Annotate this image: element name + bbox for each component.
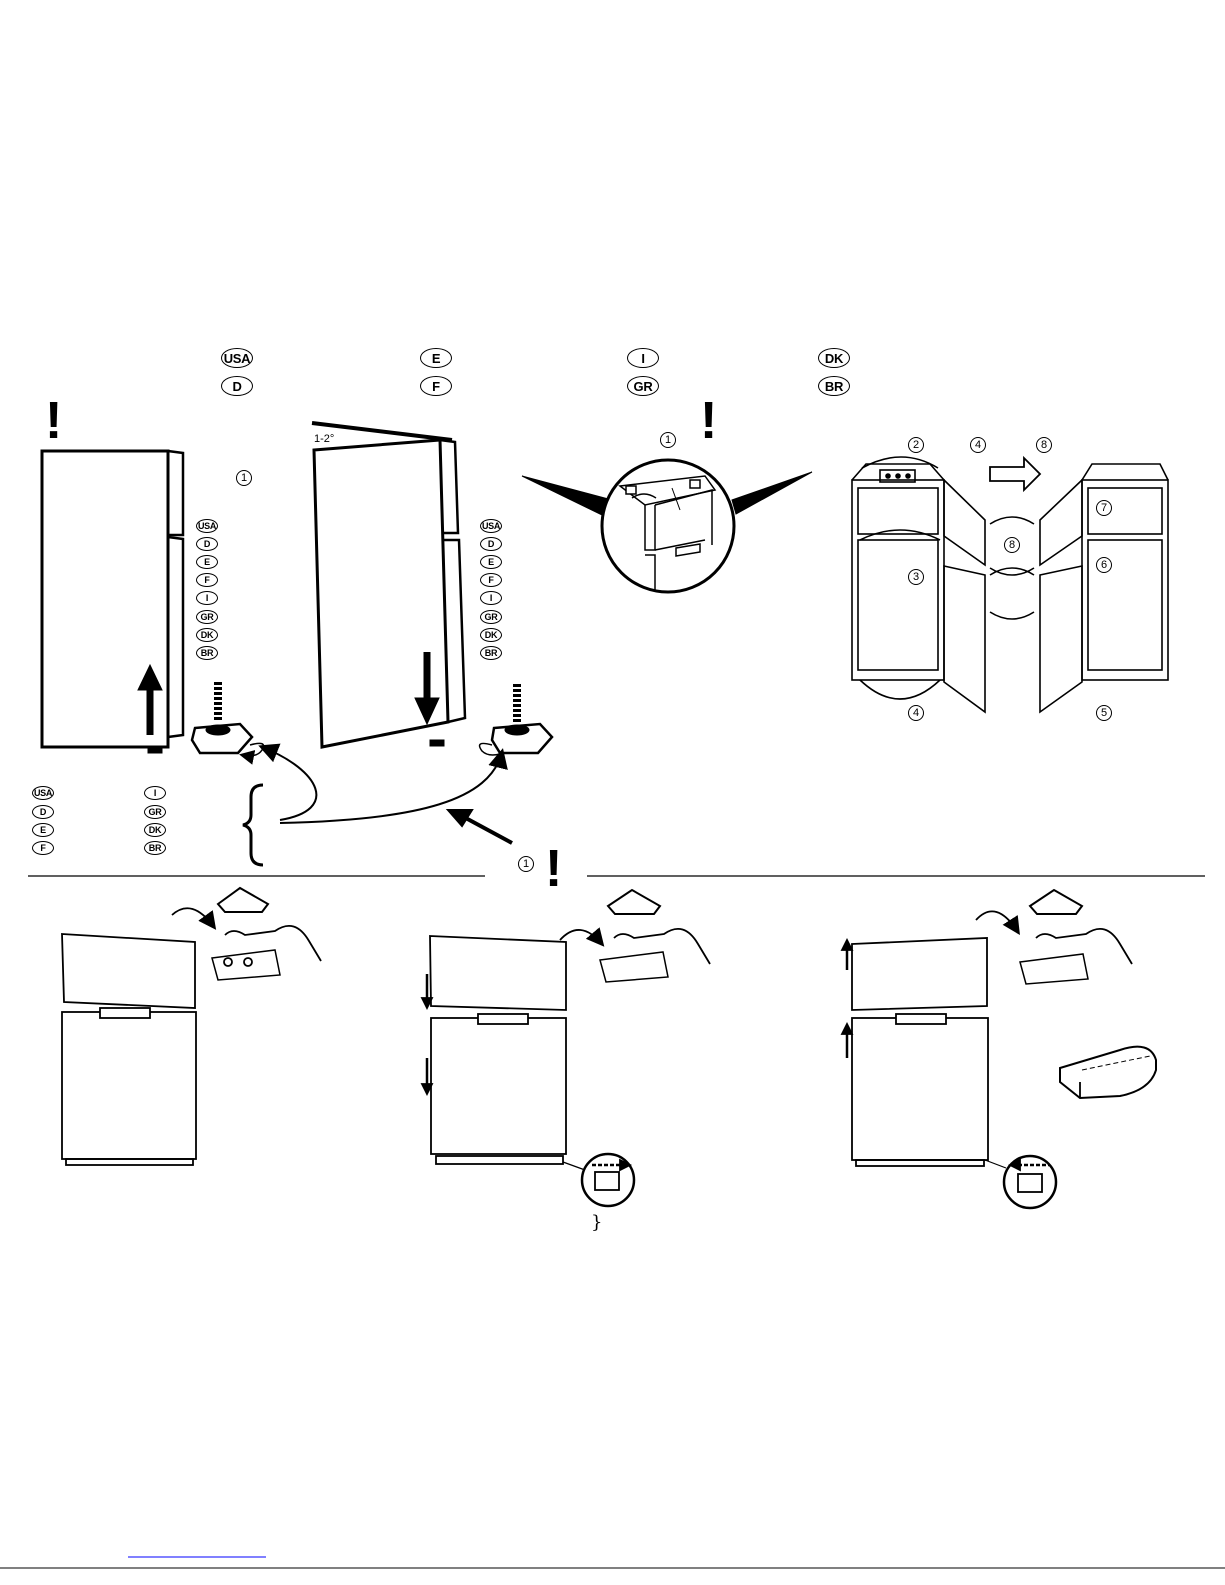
lang-badge-e-bottom: E xyxy=(32,823,54,837)
lang-badge-i-side-2: I xyxy=(480,591,502,605)
lang-badge-i-side-1: I xyxy=(196,591,218,605)
lang-badge-f-side-2: F xyxy=(480,573,502,587)
step-8-mark-top: 8 xyxy=(1036,437,1052,453)
lang-badge-usa-side-1: USA xyxy=(196,519,218,533)
levelling-foot-2 xyxy=(480,684,552,755)
tilt-angle-label: 1-2° xyxy=(314,433,334,445)
levelling-foot-1 xyxy=(192,682,264,756)
bottom-step-2 xyxy=(422,890,710,1206)
lang-badge-d-side-2: D xyxy=(480,537,502,551)
step-8-mark-middle: 8 xyxy=(1004,537,1020,553)
lang-badge-br-side-2: BR xyxy=(480,646,502,660)
lang-badge-f-side-1: F xyxy=(196,573,218,587)
lang-badge-br-side-1: BR xyxy=(196,646,218,660)
step-2-mark: 2 xyxy=(908,437,924,453)
lang-badge-gr-side-2: GR xyxy=(480,610,502,624)
bottom-step-3 xyxy=(842,890,1156,1208)
bottom-step-1 xyxy=(62,888,321,1165)
brace-glyph: } xyxy=(591,1212,602,1233)
lang-badge-e-side-2: E xyxy=(480,555,502,569)
lang-badge-e-side-1: E xyxy=(196,555,218,569)
lang-badge-f-bottom: F xyxy=(32,841,54,855)
lang-badge-gr-bottom: GR xyxy=(144,805,166,819)
fridge-front-view-1 xyxy=(42,451,183,753)
step-4-mark-bottom: 4 xyxy=(908,705,924,721)
step-3-mark: 3 xyxy=(908,569,924,585)
lang-badge-d-side-1: D xyxy=(196,537,218,551)
step-1-mark-fridge: 1 xyxy=(236,470,252,486)
lang-badge-usa-side-2: USA xyxy=(480,519,502,533)
hinge-detail-magnifier xyxy=(522,460,812,592)
step-1-mark-magnifier: 1 xyxy=(660,432,676,448)
step-7-mark: 7 xyxy=(1096,500,1112,516)
door-reversal-diagram xyxy=(852,457,1168,712)
lang-badge-br-bottom: BR xyxy=(144,841,166,855)
lang-badge-dk-side-1: DK xyxy=(196,628,218,642)
lang-badge-d-bottom: D xyxy=(32,805,54,819)
lang-badge-i-bottom: I xyxy=(144,786,166,800)
lang-badge-gr-side-1: GR xyxy=(196,610,218,624)
lang-badge-usa-bottom: USA xyxy=(32,786,54,800)
step-1-mark-bottom: 1 xyxy=(518,856,534,872)
lang-badge-dk-side-2: DK xyxy=(480,628,502,642)
step-4-mark-top: 4 xyxy=(970,437,986,453)
fridge-tilted-view xyxy=(312,423,465,747)
step-5-mark: 5 xyxy=(1096,705,1112,721)
adjust-arrows xyxy=(243,747,512,865)
step-6-mark: 6 xyxy=(1096,557,1112,573)
lang-badge-dk-bottom: DK xyxy=(144,823,166,837)
